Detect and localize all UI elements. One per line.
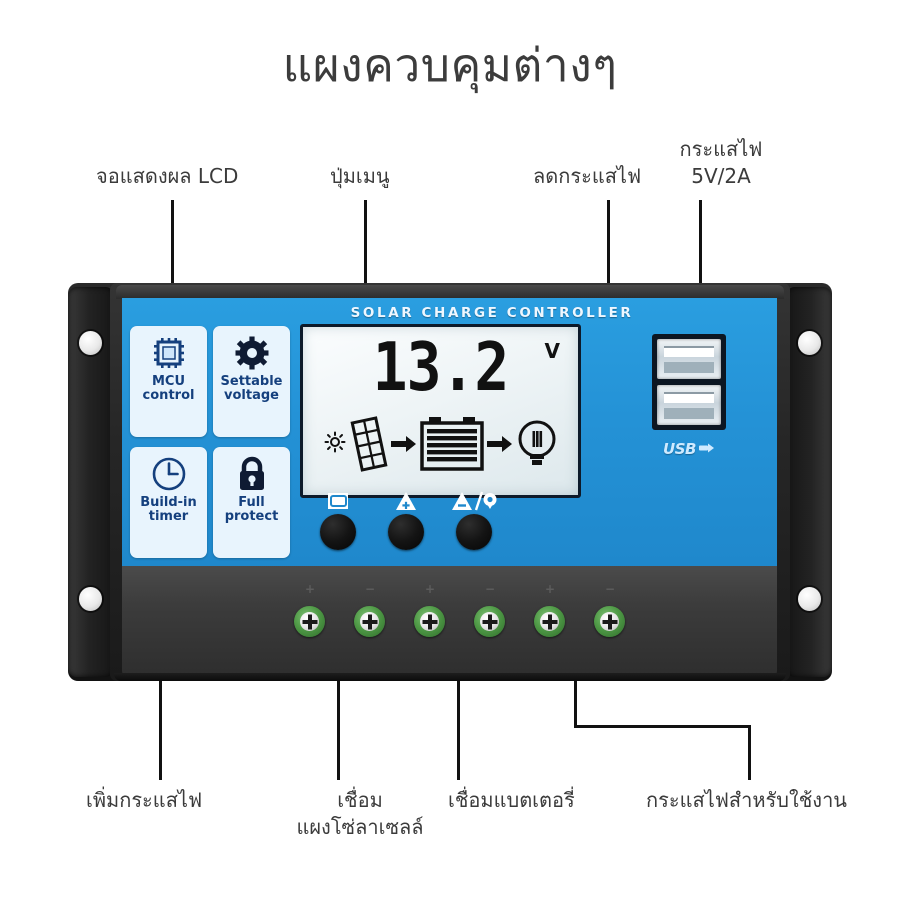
terminal-panel: + − + − + − (122, 566, 777, 676)
light-bulb-icon (515, 417, 559, 475)
mounting-hole-top-right (798, 331, 821, 355)
leader-line-load-output-elbow (574, 725, 751, 728)
terminal-screw-battery-positive[interactable] (414, 606, 445, 637)
triangle-plus-icon (376, 490, 436, 512)
device-top-bevel (116, 285, 784, 299)
solar-panel-icon (349, 416, 389, 476)
leader-line-load-output-drop (748, 725, 751, 780)
feature-badge-label: Full protect (224, 495, 279, 524)
terminal-screw-load-negative[interactable] (594, 606, 625, 637)
terminal-symbol: − (484, 582, 496, 596)
sun-icon (323, 431, 347, 461)
screw-head (480, 612, 499, 631)
arrow-right-icon (486, 435, 513, 457)
up-button[interactable] (376, 490, 436, 550)
callout-label-usb-output: กระแสไฟ 5V/2A (679, 137, 763, 188)
leader-line-lcd-display (171, 200, 174, 320)
triangle-minus-pin-icon (444, 490, 504, 512)
callout-label-increase-current: เพิ่มกระแสไฟ (86, 788, 203, 812)
chip-icon (152, 333, 186, 373)
down-button-knob[interactable] (456, 514, 492, 550)
page-title: แผงควบคุมต่างๆ (282, 38, 618, 92)
terminal-screw-solar-positive[interactable] (294, 606, 325, 637)
feature-badge-group: MCU control (130, 326, 290, 558)
terminal-screw-solar-negative[interactable] (354, 606, 385, 637)
feature-badge-label: MCU control (142, 374, 195, 403)
up-button-knob[interactable] (388, 514, 424, 550)
feature-badge-label: Build-in timer (140, 495, 197, 524)
leader-line-usb-output (699, 200, 702, 328)
device-bottom-lip (114, 673, 786, 681)
solar-charge-controller-device: SOLAR CHARGE CONTROLLER (68, 283, 832, 681)
usb-slot-upper (657, 339, 721, 379)
terminal-symbol: − (604, 582, 616, 596)
feature-badge-settable-voltage: Settable voltage (213, 326, 290, 437)
menu-button[interactable] (308, 490, 368, 550)
screw-head (540, 612, 559, 631)
usb-caption: USB (643, 440, 735, 458)
callout-label-battery-connect: เชื่อมแบตเตอรี่ (448, 788, 575, 812)
control-button-row (308, 490, 568, 558)
dual-usb-port-icon[interactable] (652, 334, 726, 430)
screw-head (300, 612, 319, 631)
terminal-screw-battery-negative[interactable] (474, 606, 505, 637)
mounting-hole-top-left (79, 331, 102, 355)
terminal-symbol: − (364, 582, 376, 596)
callout-label-solar-panel-connect: เชื่อม แผงโซ่ลาเซลล์ (296, 788, 424, 839)
menu-button-knob[interactable] (320, 514, 356, 550)
terminal-screw-load-positive[interactable] (534, 606, 565, 637)
callout-label-reduce-current: ลดกระแสไฟ (533, 164, 642, 188)
feature-badge-full-protect: Full protect (213, 447, 290, 558)
lock-icon (236, 454, 268, 494)
terminal-symbol: + (304, 582, 316, 596)
screw-head (360, 612, 379, 631)
gear-icon (235, 333, 269, 373)
clock-icon (151, 454, 187, 494)
down-button[interactable] (444, 490, 504, 550)
screen-menu-icon (308, 490, 368, 512)
usb-slot-lower (657, 385, 721, 425)
lcd-display: 13.2 V (300, 324, 581, 498)
feature-badge-mcu-control: MCU control (130, 326, 207, 437)
arrow-right-icon (390, 435, 417, 457)
usb-output-block: USB (643, 334, 735, 458)
screw-head (600, 612, 619, 631)
mounting-hole-bottom-right (798, 587, 821, 611)
usb-caption-label: USB (663, 440, 696, 458)
terminal-symbol: + (544, 582, 556, 596)
device-faceplate: SOLAR CHARGE CONTROLLER (122, 298, 777, 566)
leader-line-solar-panel-connect (337, 628, 340, 780)
leader-line-increase-current (159, 586, 162, 780)
brand-text: SOLAR CHARGE CONTROLLER (350, 305, 634, 321)
feature-badge-label: Settable voltage (220, 374, 283, 403)
feature-badge-build-in-timer: Build-in timer (130, 447, 207, 558)
mounting-hole-bottom-left (79, 587, 102, 611)
callout-label-load-output: กระแสไฟสำหรับใช้งาน (646, 788, 847, 812)
battery-icon (419, 415, 485, 477)
usb-plug-icon (698, 440, 715, 458)
callout-label-menu-button: ปุ่มเมนู (330, 164, 390, 188)
callout-label-lcd-display: จอแสดงผล LCD (96, 164, 239, 188)
mounting-flange-left (68, 287, 114, 677)
lcd-voltage-value: 13.2 (372, 327, 510, 407)
terminal-symbol: + (424, 582, 436, 596)
screw-head (420, 612, 439, 631)
leader-line-battery-connect (457, 628, 460, 780)
lcd-flow-diagram (303, 409, 578, 483)
lcd-voltage-unit: V (544, 339, 560, 363)
mounting-flange-right (786, 287, 832, 677)
